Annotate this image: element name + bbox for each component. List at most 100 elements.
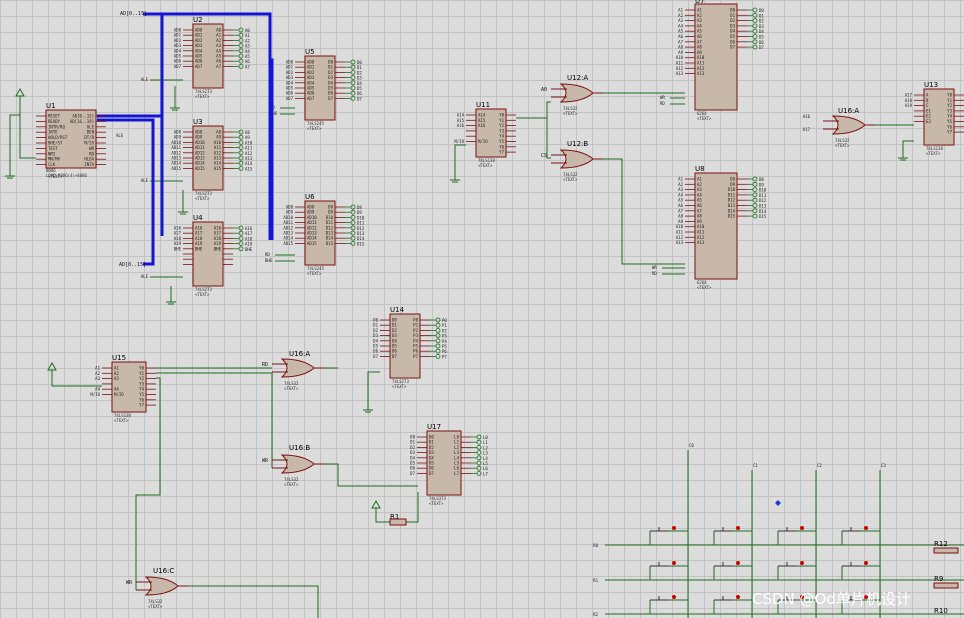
u6-transceiver-pin-right-label: D8	[328, 205, 333, 210]
u17-latch-net-right	[476, 465, 482, 471]
u5-transceiver-net-right-label: D4	[357, 81, 362, 86]
u2-latch-net-right-label: A6	[245, 59, 250, 64]
u2-latch-net-left: AD1	[174, 33, 182, 38]
r12-resistor[interactable]	[933, 547, 959, 554]
u3-latch-pin-left-label: AD8	[195, 130, 203, 135]
u2-latch-body[interactable]	[192, 23, 224, 89]
u13-ref: U13	[924, 81, 938, 89]
u12a-ref: U12:A	[567, 74, 588, 82]
u12b-or-gate[interactable]: 74LS32<TEXT>CS	[541, 149, 603, 182]
u5-transceiver-net-right-label: D7	[357, 96, 362, 101]
u16a-or-gate-body[interactable]	[280, 358, 315, 378]
keypad-key-switch[interactable]	[713, 561, 752, 580]
u7-ram-net-left: A5	[678, 29, 683, 34]
u16a-or-right[interactable]: 74LS32<TEXT>	[823, 115, 875, 148]
u2-latch-net-right	[238, 43, 244, 48]
u17-latch-net-right	[476, 460, 482, 466]
u14-port-net-right-label: P7	[442, 354, 447, 359]
u15-decoder-text-tag: <TEXT>	[114, 418, 129, 423]
u14-port-net-left: D6	[373, 349, 378, 354]
wire-layer: A0A1A2A3A4A5A6A7A8A9A10A11A12A13A14A15A1…	[5, 7, 914, 618]
u5-transceiver-pin-right-label: D2	[328, 70, 333, 75]
u7-ram-net-right-label: D2	[759, 19, 764, 24]
keypad-key-switch[interactable]	[713, 595, 752, 614]
u6-transceiver-net-left: AD9	[286, 210, 294, 215]
u11-decoder-pin-left-label: A14	[478, 113, 486, 118]
u5-transceiver-pin-left-label: AD4	[307, 80, 315, 85]
keypad-key-switch[interactable]	[841, 595, 880, 614]
u7-ram-net-right-label: D7	[759, 45, 764, 50]
u14-port-pin-right-label: P4	[413, 338, 418, 343]
keypad-key-switch[interactable]	[841, 526, 880, 545]
u16a-or-right-body[interactable]	[831, 115, 866, 135]
u5-transceiver-pin-left-label: AD5	[307, 86, 315, 91]
cursor-marker	[775, 500, 781, 506]
u17-latch-pin-right-label: L4	[454, 455, 459, 460]
u1-8086[interactable]: RESETREADYINTR/RQINTEHOLD/RSTBHE/S7TESTN…	[36, 109, 106, 179]
keypad-key-switch[interactable]	[713, 526, 752, 545]
u16b-to-u17	[324, 463, 418, 487]
u7-ram-body[interactable]	[694, 3, 738, 111]
keypad-key-switch[interactable]	[649, 526, 688, 545]
keypad-key-switch[interactable]	[841, 561, 880, 580]
keypad-key-switch[interactable]	[777, 595, 816, 614]
u3-latch-net-left: AD8	[174, 130, 182, 135]
u1-ref: U1	[46, 102, 56, 110]
u11-decoder-body[interactable]	[475, 108, 507, 158]
keypad-key-switch[interactable]	[649, 561, 688, 580]
u15-decoder-body[interactable]	[111, 361, 147, 413]
u11-decoder-net-left: A16	[457, 123, 465, 128]
u2-latch-pin-left-label: AD1	[195, 33, 203, 38]
u1-8086-body[interactable]	[45, 109, 97, 169]
u5-transceiver-net-right	[350, 70, 356, 75]
u16-in-a: A16	[803, 114, 811, 119]
u6-transceiver-pin-right-label: D10	[326, 215, 334, 220]
u3-latch-pin-right-label: A15	[214, 166, 222, 171]
u8-ram-body[interactable]	[694, 172, 738, 280]
u12a-or-gate-body[interactable]	[559, 83, 594, 103]
u3-latch-body[interactable]	[192, 125, 224, 191]
u3-latch-net-right-label: A10	[245, 140, 253, 145]
keypad-key-switch[interactable]	[777, 561, 816, 580]
u13-decoder-body[interactable]	[923, 88, 955, 146]
switch-node	[800, 595, 804, 599]
u7-ram-pin-right-label: D1	[730, 13, 735, 18]
r1-resistor[interactable]	[389, 518, 407, 526]
u12a-or-gate[interactable]: 74LS32<TEXT>A0	[541, 83, 603, 116]
u16b-or-gate-body[interactable]	[280, 454, 315, 474]
u16a-or-gate[interactable]: 74LS32<TEXT>RD	[262, 358, 324, 391]
keypad-key-switch[interactable]	[777, 526, 816, 545]
u14-port-net-right-label: P3	[442, 334, 447, 339]
u1-8086-pin-right-label: DT/R	[84, 135, 94, 140]
u11-decoder-text-tag: <TEXT>	[478, 163, 493, 168]
u15-decoder-pin-left-label: A4	[114, 387, 119, 392]
u8-ram-pin-right-label: D10	[728, 187, 736, 192]
u16b-or-gate[interactable]: 74LS32<TEXT>WR	[262, 454, 324, 487]
keypad-key-switch[interactable]	[649, 595, 688, 614]
u16c-or-gate[interactable]: 74LS32<TEXT>WR	[126, 576, 188, 609]
u16c-or-gate-body[interactable]	[144, 576, 179, 596]
u2-latch-pin-left-label: AD5	[195, 54, 203, 59]
u8-rd-label: RD	[652, 271, 657, 276]
u14-port-body[interactable]	[389, 313, 421, 379]
u12b-or-gate-body[interactable]	[559, 149, 594, 169]
parts-layer[interactable]: RESETREADYINTR/RQINTEHOLD/RSTBHE/S7TESTN…	[36, 3, 964, 618]
u14-port-net-right	[435, 317, 441, 323]
u14-port-pin-right-label: P3	[413, 333, 418, 338]
r9-resistor[interactable]	[933, 582, 959, 589]
